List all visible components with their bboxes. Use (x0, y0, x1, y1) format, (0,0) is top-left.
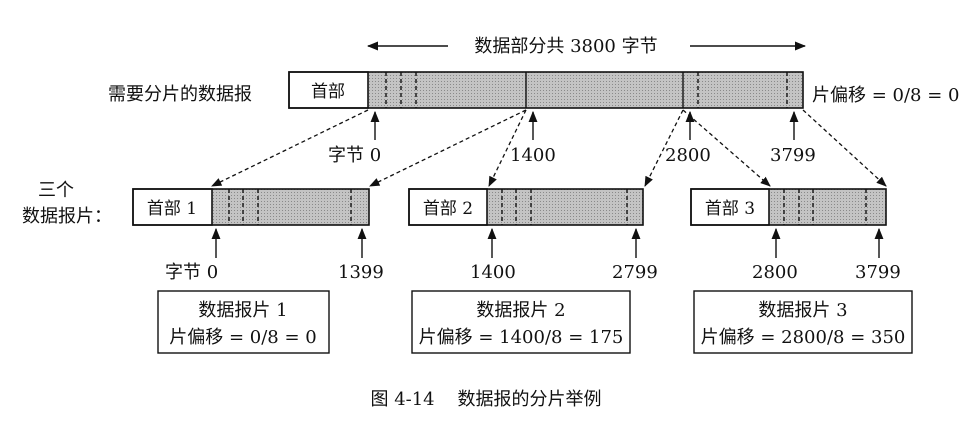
frag1-end-label: 1399 (338, 262, 384, 283)
frag1-info-offset: 片偏移 = 0/8 = 0 (169, 327, 316, 348)
original-header-label: 首部 (311, 82, 345, 102)
frag2-header-label: 首部 2 (423, 199, 473, 219)
figure-caption: 图 4-14 数据报的分片举例 (370, 389, 601, 410)
frag1-outline (132, 188, 370, 226)
original-data-area (368, 72, 803, 108)
frag2-start-label: 1400 (470, 262, 516, 283)
map-arrow-2a (488, 109, 527, 187)
frag2-data-area (487, 189, 643, 225)
original-outline (288, 71, 804, 109)
frag2-info-offset: 片偏移 = 1400/8 = 175 (419, 327, 624, 348)
orig-tick-label-2800: 2800 (665, 145, 711, 166)
original-offset-note: 片偏移 = 0/8 = 0 (812, 85, 959, 106)
frag3-header-label: 首部 3 (705, 199, 755, 219)
map-arrow-1b (369, 109, 527, 187)
fragments-label-line1: 三个 (38, 180, 74, 201)
frag2-outline (408, 188, 644, 226)
frag2-info-box (411, 290, 631, 354)
fragments-label-line2: 数据报片： (22, 206, 112, 227)
frag3-info-offset: 片偏移 = 2800/8 = 350 (701, 327, 906, 348)
frag1-header-label: 首部 1 (147, 199, 197, 219)
span-label: 数据部分共 3800 字节 (474, 36, 657, 57)
original-row-label: 需要分片的数据报 (108, 84, 252, 105)
frag3-info-box (693, 290, 913, 354)
frag1-info-box (157, 290, 330, 354)
orig-tick-label-1400: 1400 (510, 145, 556, 166)
frag3-info-title: 数据报片 3 (758, 300, 847, 321)
frag2-info-title: 数据报片 2 (476, 300, 565, 321)
frag3-start-label: 2800 (752, 262, 798, 283)
frag1-info-title: 数据报片 1 (198, 300, 287, 321)
map-arrow-1a (211, 109, 369, 187)
frag1-start-label: 字节 0 (165, 262, 218, 283)
frag3-data-area (769, 189, 886, 225)
map-arrow-3a (682, 109, 771, 187)
frag1-data-area (212, 189, 369, 225)
map-arrow-2b (644, 109, 684, 187)
map-arrow-3b (802, 109, 887, 187)
orig-tick-label-0: 字节 0 (328, 145, 381, 166)
frag3-end-label: 3799 (855, 262, 901, 283)
frag2-end-label: 2799 (612, 262, 658, 283)
frag3-outline (690, 188, 887, 226)
orig-tick-label-3799: 3799 (770, 145, 816, 166)
